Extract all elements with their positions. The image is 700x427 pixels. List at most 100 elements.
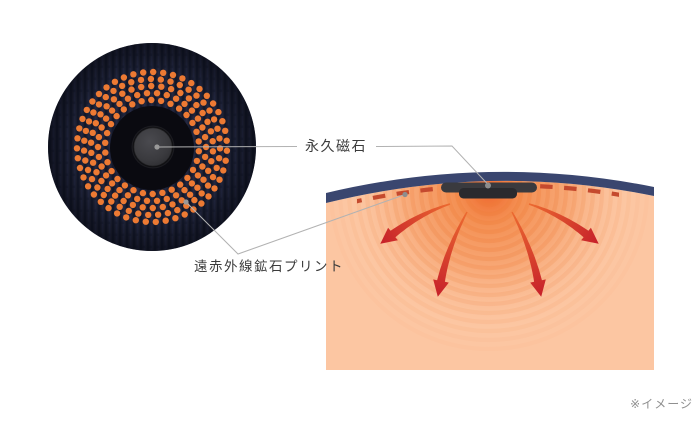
mineral-dot: [116, 100, 123, 108]
mineral-dot: [164, 209, 172, 217]
mineral-dot: [108, 180, 116, 187]
mineral-dot: [204, 118, 211, 126]
mineral-dot: [177, 89, 184, 97]
mineral-dot: [90, 109, 97, 116]
mineral-dot: [119, 90, 126, 97]
label-image-note: ※イメージ: [630, 397, 693, 411]
mineral-dot: [143, 90, 151, 97]
mineral-dot: [120, 197, 127, 205]
mineral-dot: [157, 76, 164, 83]
mineral-dot: [110, 96, 118, 103]
mineral-dot: [185, 86, 192, 93]
mineral-dot: [216, 176, 223, 183]
mineral-dot: [209, 100, 217, 107]
mineral-dot: [174, 206, 181, 214]
mineral-dot: [169, 71, 177, 79]
mineral-dot: [213, 164, 220, 172]
mineral-dot: [199, 124, 206, 131]
mineral-dot: [134, 195, 141, 203]
mineral-dot: [84, 183, 92, 190]
mineral-dot: [199, 109, 206, 117]
mineral-dot: [172, 95, 180, 102]
mineral-dot: [92, 120, 100, 127]
mineral-dot: [102, 172, 110, 179]
mineral-dot: [95, 153, 103, 161]
mineral-dot: [134, 91, 141, 99]
mineral-dot: [214, 125, 221, 132]
leader-dot: [402, 191, 408, 198]
mineral-dot: [103, 103, 110, 110]
mineral-dot: [130, 71, 137, 78]
mineral-dot: [208, 158, 215, 165]
mineral-dot: [98, 124, 105, 131]
mineral-dot: [210, 116, 218, 123]
heat-ripple: [436, 180, 542, 244]
mineral-dot: [157, 97, 165, 105]
mineral-dot: [204, 182, 212, 189]
mineral-dot: [98, 177, 105, 185]
mineral-dot: [189, 166, 197, 174]
mineral-dot: [118, 82, 126, 90]
mineral-dot: [104, 185, 111, 193]
skin-cross-section: [326, 171, 654, 370]
mineral-dot: [138, 98, 145, 105]
label-mineral-print: 遠赤外線鉱石プリント: [194, 259, 344, 274]
mineral-dot: [95, 101, 103, 108]
mineral-dot: [89, 98, 96, 105]
mineral-dot: [132, 217, 139, 224]
mineral-dot: [90, 191, 98, 198]
heat-arrow: [433, 211, 468, 297]
mineral-dot: [142, 218, 149, 225]
mineral-dot: [172, 215, 179, 222]
mineral-dot: [145, 211, 152, 219]
mineral-dot: [158, 83, 165, 90]
heat-arrow: [528, 203, 599, 244]
mineral-dot: [139, 189, 147, 197]
mineral-dot: [128, 79, 135, 86]
mineral-dot: [194, 172, 202, 179]
mineral-dot: [89, 129, 96, 136]
mineral-dot: [167, 78, 174, 85]
mineral-dot: [100, 191, 108, 199]
mineral-dot: [85, 118, 93, 125]
leader-permanent-magnet: [154, 144, 491, 189]
mineral-dot: [149, 204, 156, 212]
fabric-patch: [48, 43, 256, 251]
mineral-dot: [189, 119, 196, 127]
mineral-dot: [162, 217, 169, 224]
mineral-dot: [135, 210, 142, 217]
mineral-dot: [76, 125, 83, 132]
mineral-dot: [102, 115, 110, 122]
mineral-dot: [205, 193, 212, 200]
mineral-dot: [181, 186, 188, 194]
mineral-dot: [120, 106, 128, 113]
mineral-dot: [93, 169, 100, 176]
leader-dot: [485, 182, 491, 189]
mineral-dot: [209, 138, 216, 145]
mineral-dot: [137, 76, 145, 84]
mineral-dot: [195, 138, 202, 145]
mineral-dot: [153, 90, 161, 97]
fabric-layer-band: [326, 171, 654, 203]
mineral-dot: [193, 128, 200, 135]
mineral-dot: [183, 111, 190, 119]
mineral-dot-rings: [73, 68, 231, 226]
mineral-dot: [163, 195, 170, 203]
mineral-dot: [194, 115, 202, 122]
mineral-dot: [168, 186, 175, 193]
mineral-dot: [167, 100, 174, 108]
mineral-dot: [211, 185, 218, 192]
mineral-dot: [186, 191, 194, 198]
mineral-dot: [201, 133, 209, 141]
mineral-dot: [102, 149, 109, 156]
mineral-dot: [193, 101, 200, 109]
mineral-dot: [82, 127, 90, 135]
mineral-dot: [159, 203, 166, 211]
mineral-dot: [149, 190, 156, 198]
mineral-dot: [140, 69, 147, 76]
mineral-dot: [198, 200, 205, 207]
mineral-dot: [111, 192, 119, 199]
mineral-dot: [138, 83, 145, 91]
